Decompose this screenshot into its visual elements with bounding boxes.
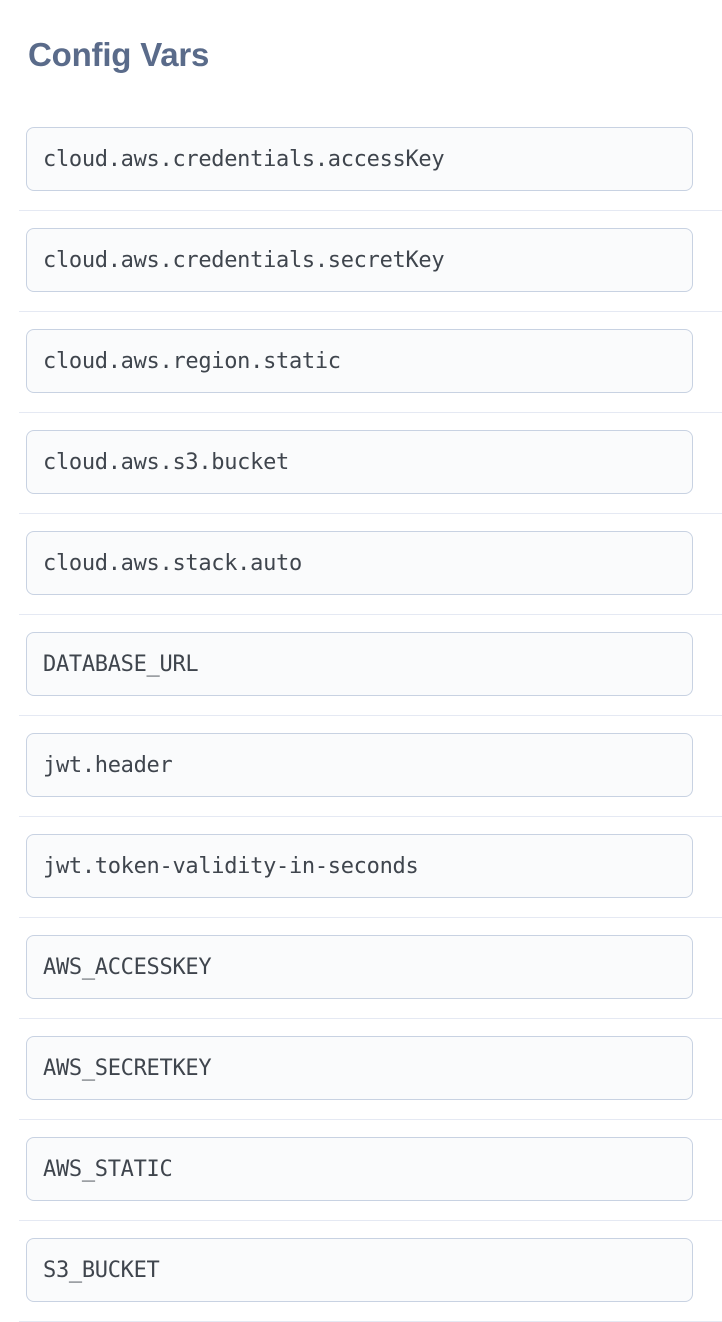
page-title: Config Vars <box>28 36 210 73</box>
config-var-input-cloud-aws-region-static[interactable] <box>26 329 693 393</box>
config-var-row <box>19 1019 722 1120</box>
config-var-input-cloud-aws-s3-bucket[interactable] <box>26 430 693 494</box>
config-var-row <box>19 615 722 716</box>
config-var-row <box>19 918 722 1019</box>
config-var-row <box>19 211 722 312</box>
config-var-row <box>19 716 722 817</box>
config-var-input-jwt-header[interactable] <box>26 733 693 797</box>
config-var-input-aws-secretkey[interactable] <box>26 1036 693 1100</box>
config-var-input-cloud-aws-credentials-secretkey[interactable] <box>26 228 693 292</box>
config-var-input-cloud-aws-stack-auto[interactable] <box>26 531 693 595</box>
config-var-input-jwt-token-validity-in-seconds[interactable] <box>26 834 693 898</box>
config-var-row <box>19 514 722 615</box>
config-var-row <box>19 110 722 211</box>
config-vars-list <box>19 110 722 1322</box>
config-var-input-database-url[interactable] <box>26 632 693 696</box>
config-var-row <box>19 413 722 514</box>
config-var-input-cloud-aws-credentials-accesskey[interactable] <box>26 127 693 191</box>
config-var-input-s3-bucket[interactable] <box>26 1238 693 1302</box>
config-var-input-aws-accesskey[interactable] <box>26 935 693 999</box>
config-var-row <box>19 1120 722 1221</box>
config-var-row <box>19 817 722 918</box>
config-var-input-aws-static[interactable] <box>26 1137 693 1201</box>
config-var-row <box>19 312 722 413</box>
